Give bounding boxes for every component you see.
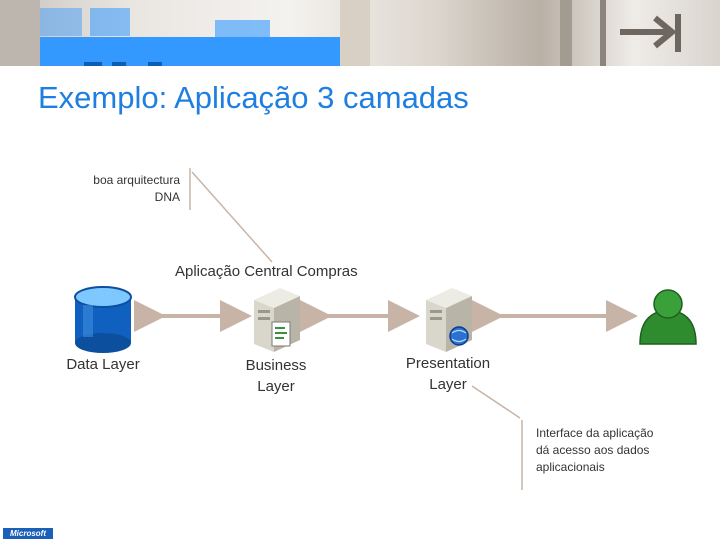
layer-label-data-line1: Data Layer [66, 356, 140, 373]
server-globe-icon [426, 288, 472, 352]
layer-label-presentation-line2: Layer [429, 376, 467, 393]
callout-line-top [191, 171, 273, 263]
annotation-top-line2: DNA [154, 190, 180, 204]
slide-title: Exemplo: Aplicação 3 camadas [38, 80, 469, 115]
layer-label-presentation: Presentation Layer [393, 353, 503, 395]
interface-note-line1: Interface da aplicação [536, 426, 654, 440]
database-icon [74, 286, 132, 353]
layer-label-business-line1: Business [245, 357, 307, 374]
annotation-top-line1: boa arquitectura [93, 173, 180, 187]
interface-note: Interface da aplicação dá acesso aos dad… [536, 425, 706, 476]
server-document-icon [254, 288, 300, 352]
interface-note-line2: dá acesso aos dados [536, 443, 650, 457]
layer-label-data: Data Layer [48, 354, 158, 375]
arrow-icon [620, 14, 681, 52]
callout-line-bottom [471, 385, 521, 419]
annotation-top: boa arquitectura DNA [60, 172, 180, 206]
footer: Microsoft [0, 528, 720, 540]
layer-label-business: Business Layer [221, 355, 331, 397]
central-label: Aplicação Central Compras [175, 263, 358, 280]
microsoft-logo: Microsoft [3, 528, 53, 539]
header-banner [0, 0, 720, 66]
user-icon [639, 289, 697, 345]
layer-label-business-line2: Layer [257, 378, 295, 395]
layer-label-presentation-line1: Presentation [405, 355, 491, 372]
interface-note-line3: aplicacionais [536, 460, 605, 474]
